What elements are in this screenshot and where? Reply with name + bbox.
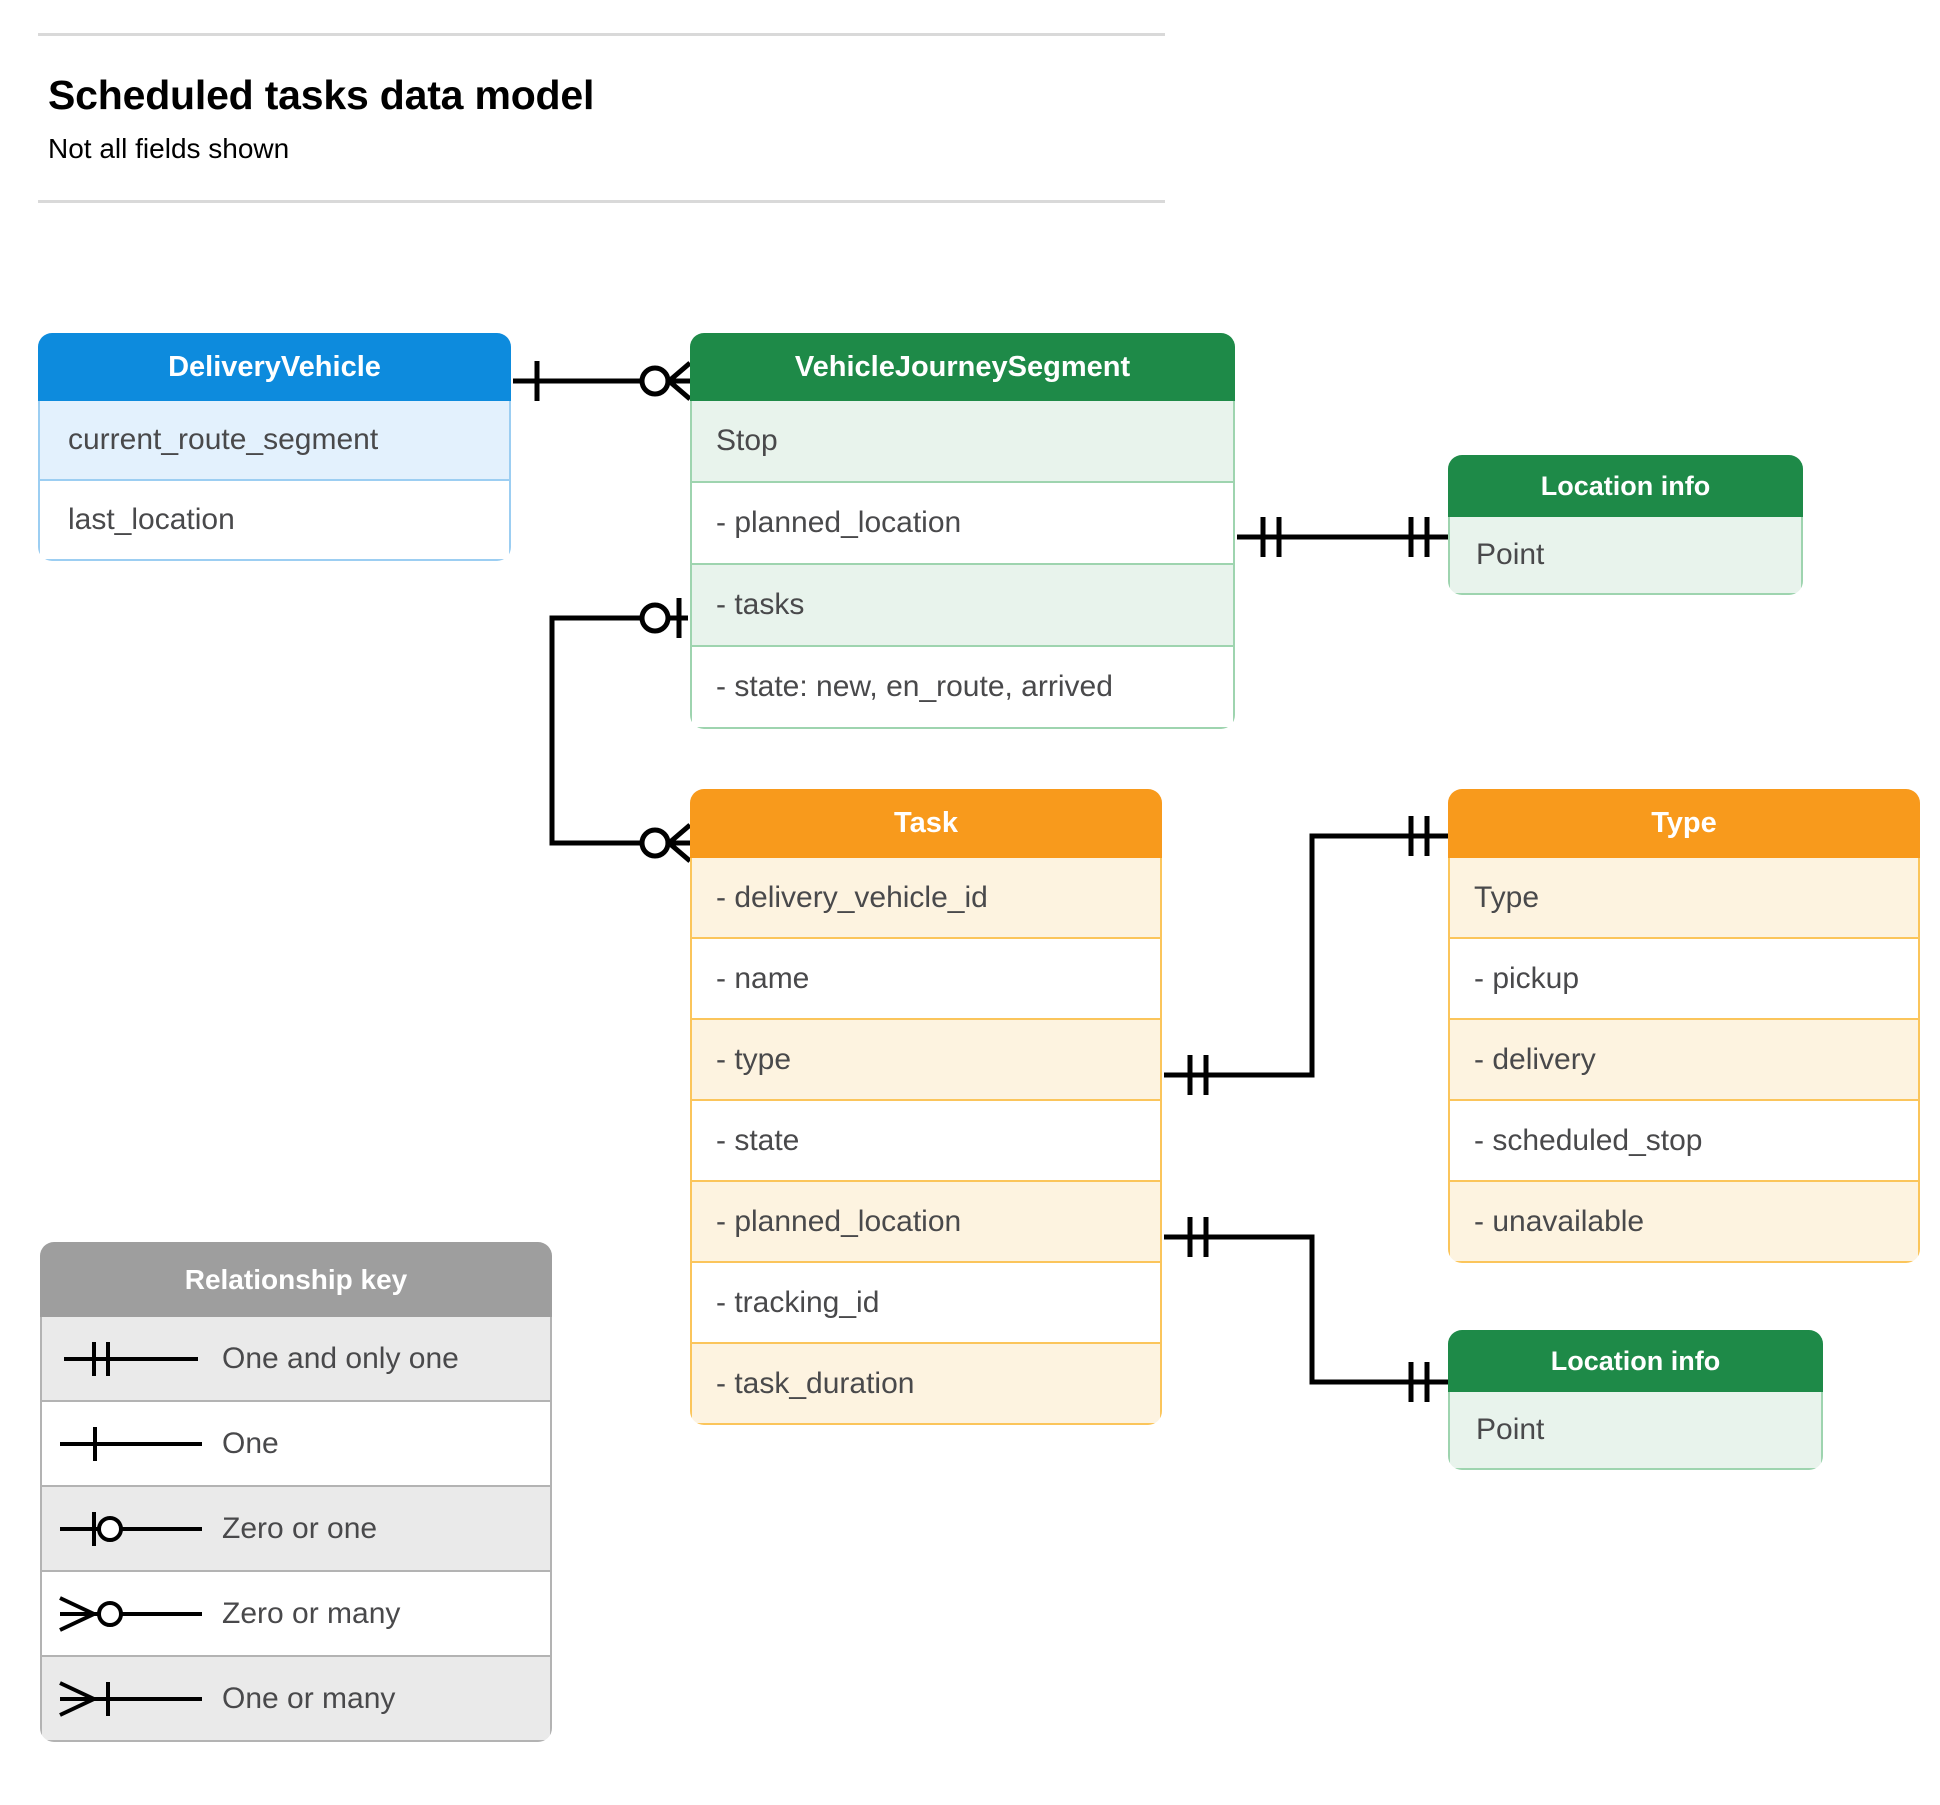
entity-header-type: Type bbox=[1448, 789, 1920, 858]
entity-row: - state bbox=[690, 1101, 1162, 1182]
legend-title: Relationship key bbox=[40, 1242, 552, 1317]
entity-row: - task_duration bbox=[690, 1344, 1162, 1425]
one-or-many-icon bbox=[42, 1657, 222, 1740]
legend-item: Zero or one bbox=[40, 1487, 552, 1572]
entity-row: - planned_location bbox=[690, 1182, 1162, 1263]
legend-item: One or many bbox=[40, 1657, 552, 1742]
page-title: Scheduled tasks data model bbox=[48, 72, 595, 118]
legend-item-label: Zero or many bbox=[222, 1596, 401, 1630]
entity-header-vehicle-journey-segment: VehicleJourneySegment bbox=[690, 333, 1235, 401]
entity-row: - unavailable bbox=[1448, 1182, 1920, 1263]
entity-row: Stop bbox=[690, 401, 1235, 483]
entity-row: - delivery bbox=[1448, 1020, 1920, 1101]
one-icon bbox=[42, 1402, 222, 1485]
entity-row: - tracking_id bbox=[690, 1263, 1162, 1344]
entity-row: - scheduled_stop bbox=[1448, 1101, 1920, 1182]
page-subtitle: Not all fields shown bbox=[48, 133, 290, 164]
legend-item-label: One or many bbox=[222, 1681, 396, 1715]
header-divider-top bbox=[38, 33, 1165, 36]
entity-delivery-vehicle[interactable]: DeliveryVehicle current_route_segment la… bbox=[38, 333, 511, 561]
legend-item: One and only one bbox=[40, 1317, 552, 1402]
entity-row: current_route_segment bbox=[38, 401, 511, 481]
entity-row: - name bbox=[690, 939, 1162, 1020]
entity-row: last_location bbox=[38, 481, 511, 561]
entity-row: Point bbox=[1448, 517, 1803, 595]
entity-row: - type bbox=[690, 1020, 1162, 1101]
zero-or-one-icon bbox=[42, 1487, 222, 1570]
legend-item-label: Zero or one bbox=[222, 1511, 378, 1545]
entity-row: Type bbox=[1448, 858, 1920, 939]
legend-item-label: One and only one bbox=[222, 1341, 459, 1375]
legend-item: One bbox=[40, 1402, 552, 1487]
entity-vehicle-journey-segment[interactable]: VehicleJourneySegment Stop - planned_loc… bbox=[690, 333, 1235, 729]
entity-type[interactable]: Type Type - pickup - delivery - schedule… bbox=[1448, 789, 1920, 1263]
entity-row: - state: new, en_route, arrived bbox=[690, 647, 1235, 729]
zero-or-many-icon bbox=[42, 1572, 222, 1655]
entity-task[interactable]: Task - delivery_vehicle_id - name - type… bbox=[690, 789, 1162, 1425]
entity-row: - delivery_vehicle_id bbox=[690, 858, 1162, 939]
legend-item-label: One bbox=[222, 1426, 279, 1460]
entity-header-location-info-bottom: Location info bbox=[1448, 1330, 1823, 1392]
entity-header-task: Task bbox=[690, 789, 1162, 858]
legend-item: Zero or many bbox=[40, 1572, 552, 1657]
entity-row: - planned_location bbox=[690, 483, 1235, 565]
entity-location-info-bottom[interactable]: Location info Point bbox=[1448, 1330, 1823, 1470]
entity-header-delivery-vehicle: DeliveryVehicle bbox=[38, 333, 511, 401]
entity-row: - tasks bbox=[690, 565, 1235, 647]
entity-header-location-info-top: Location info bbox=[1448, 455, 1803, 517]
legend-relationship-key[interactable]: Relationship key One and only one One bbox=[40, 1242, 552, 1742]
entity-row: - pickup bbox=[1448, 939, 1920, 1020]
header-divider-bottom bbox=[38, 200, 1165, 203]
one-and-only-one-icon bbox=[42, 1317, 222, 1400]
entity-row: Point bbox=[1448, 1392, 1823, 1470]
entity-location-info-top[interactable]: Location info Point bbox=[1448, 455, 1803, 595]
